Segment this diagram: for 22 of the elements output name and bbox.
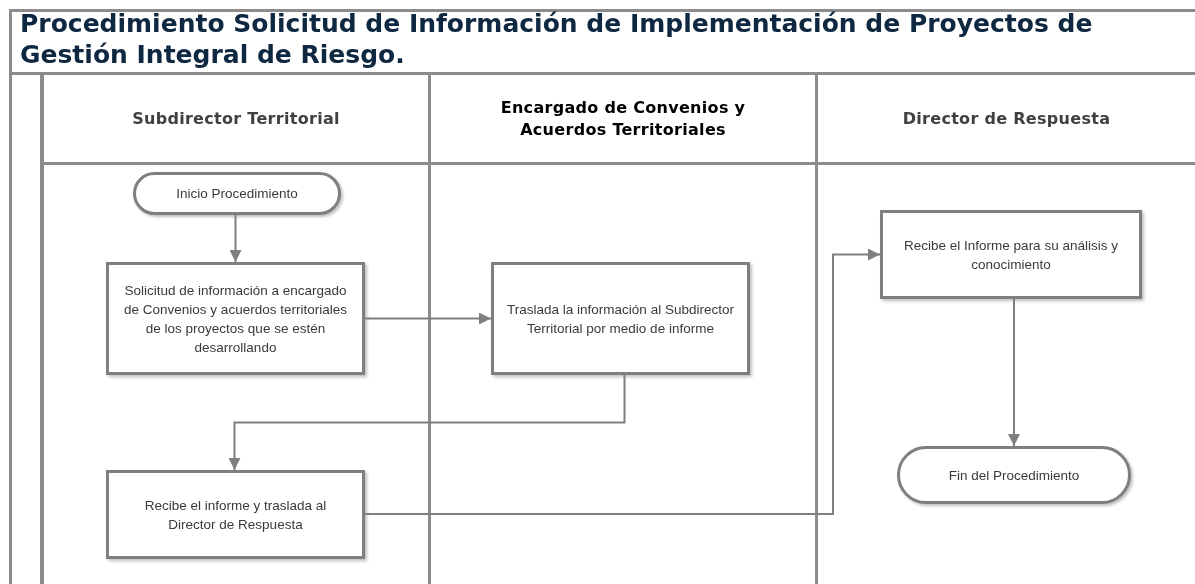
process-box (880, 210, 1142, 299)
process-box (106, 470, 365, 559)
process-box (106, 262, 365, 375)
arrow (364, 248, 881, 515)
lane-header: Director de Respuesta (901, 107, 1112, 130)
lane-header: Subdirector Territorial (131, 107, 341, 130)
box-text: Inicio Procedimiento (175, 185, 299, 203)
box-text: Recibe el informe y traslada al Director de Respuesta (143, 496, 328, 534)
arrow (228, 374, 626, 471)
arrow (364, 312, 492, 325)
box-text: Recibe el Informe para su análisis y conocimiento (903, 236, 1119, 274)
box-text: Traslada la información al Subdirector Territorial por medio de informe (506, 300, 735, 338)
lane-header: Encargado de Convenios y Acuerdos Territoriales (499, 96, 747, 141)
box-text: Fin del Procedimiento (947, 466, 1081, 485)
diagram-title: Procedimiento Solicitud de Información de Implementación de Proyectos de Gestión Integral de Riesgo. (20, 8, 1094, 70)
box-text: Solicitud de información a encargado de Convenios y acuerdos territoriales de los proyectos que se estén desarrollando (123, 281, 348, 357)
terminator (133, 172, 341, 215)
arrow (1008, 298, 1020, 447)
arrow (229, 214, 242, 263)
swimlane (41, 72, 431, 584)
process-box (491, 262, 750, 375)
terminator (897, 446, 1131, 504)
